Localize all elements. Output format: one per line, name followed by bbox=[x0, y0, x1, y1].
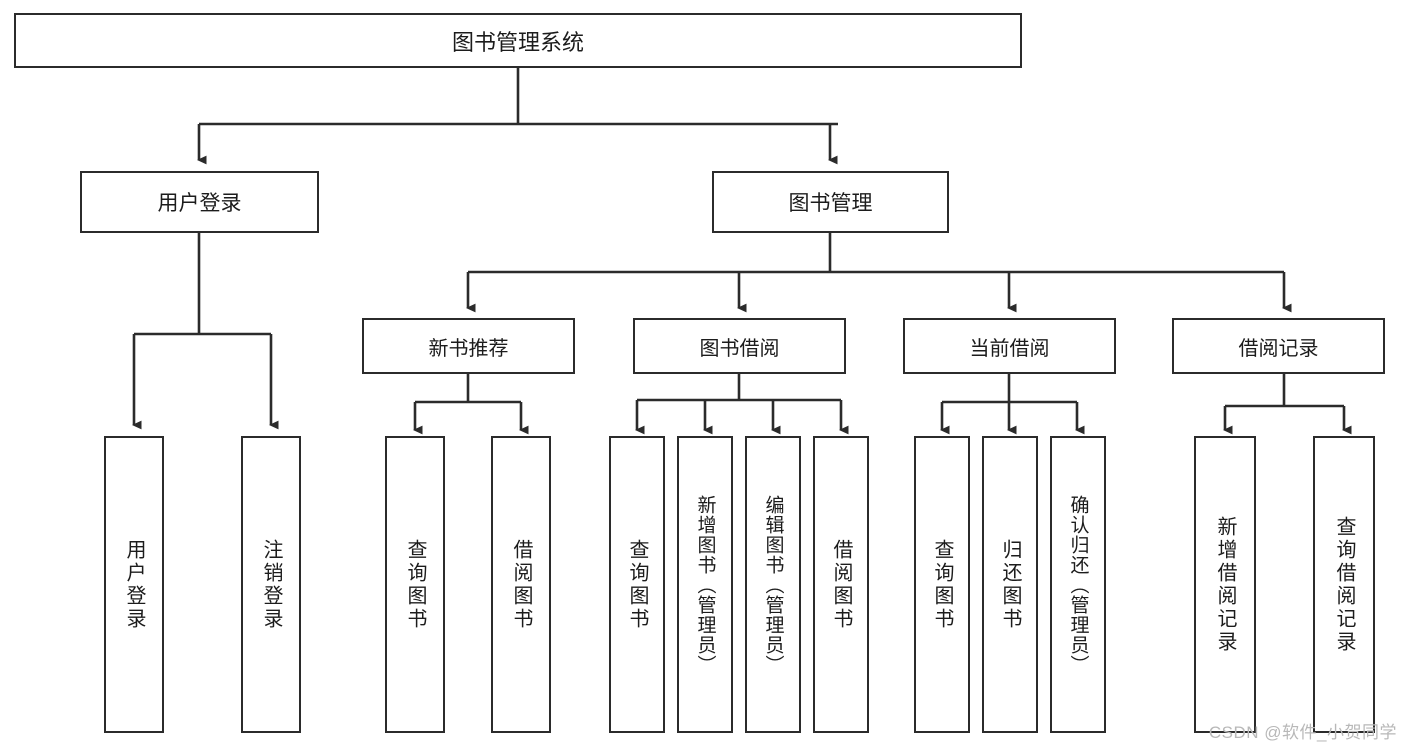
leaf-recommend-query-book[interactable]: 查询图书 bbox=[385, 436, 445, 733]
leaf-record-query-record[interactable]: 查询借阅记录 bbox=[1313, 436, 1375, 733]
leaf-label: 新增图书（管理员） bbox=[694, 494, 716, 675]
leaf-current-confirm-return[interactable]: 确认归还（管理员） bbox=[1050, 436, 1106, 733]
leaf-current-return-book[interactable]: 归还图书 bbox=[982, 436, 1038, 733]
node-new-book-recommend-label: 新书推荐 bbox=[428, 337, 509, 360]
leaf-label: 查询图书 bbox=[931, 538, 953, 631]
leaf-label: 编辑图书（管理员） bbox=[762, 494, 784, 675]
leaf-label: 确认归还（管理员） bbox=[1067, 494, 1089, 675]
leaf-borrow-borrow-book[interactable]: 借阅图书 bbox=[813, 436, 869, 733]
leaf-recommend-borrow-book[interactable]: 借阅图书 bbox=[491, 436, 551, 733]
node-user-login[interactable]: 用户登录 bbox=[80, 171, 319, 233]
node-borrow-record[interactable]: 借阅记录 bbox=[1172, 318, 1385, 374]
watermark: CSDN @软件_小贺同学 bbox=[1208, 723, 1397, 742]
leaf-user-login-signin[interactable]: 用户登录 bbox=[104, 436, 164, 733]
node-book-management-label: 图书管理 bbox=[788, 192, 873, 215]
leaf-label: 查询图书 bbox=[404, 538, 426, 631]
node-user-login-label: 用户登录 bbox=[157, 192, 242, 215]
leaf-borrow-query-book[interactable]: 查询图书 bbox=[609, 436, 665, 733]
leaf-label: 查询借阅记录 bbox=[1333, 515, 1355, 654]
node-new-book-recommend[interactable]: 新书推荐 bbox=[362, 318, 575, 374]
node-root[interactable]: 图书管理系统 bbox=[14, 13, 1022, 68]
leaf-label: 查询图书 bbox=[626, 538, 648, 631]
leaf-record-add-record[interactable]: 新增借阅记录 bbox=[1194, 436, 1256, 733]
leaf-label: 新增借阅记录 bbox=[1214, 515, 1236, 654]
leaf-label: 用户登录 bbox=[123, 538, 145, 631]
leaf-current-query-book[interactable]: 查询图书 bbox=[914, 436, 970, 733]
leaf-label: 注销登录 bbox=[260, 538, 282, 631]
node-current-borrow[interactable]: 当前借阅 bbox=[903, 318, 1116, 374]
node-book-borrow[interactable]: 图书借阅 bbox=[633, 318, 846, 374]
leaf-label: 借阅图书 bbox=[510, 538, 532, 631]
node-current-borrow-label: 当前借阅 bbox=[969, 337, 1050, 360]
node-root-label: 图书管理系统 bbox=[451, 29, 584, 55]
node-borrow-record-label: 借阅记录 bbox=[1238, 337, 1319, 360]
leaf-label: 归还图书 bbox=[999, 538, 1021, 631]
leaf-user-login-signout[interactable]: 注销登录 bbox=[241, 436, 301, 733]
leaf-label: 借阅图书 bbox=[830, 538, 852, 631]
leaf-borrow-edit-book[interactable]: 编辑图书（管理员） bbox=[745, 436, 801, 733]
node-book-borrow-label: 图书借阅 bbox=[699, 337, 780, 360]
node-book-management[interactable]: 图书管理 bbox=[712, 171, 949, 233]
leaf-borrow-add-book[interactable]: 新增图书（管理员） bbox=[677, 436, 733, 733]
